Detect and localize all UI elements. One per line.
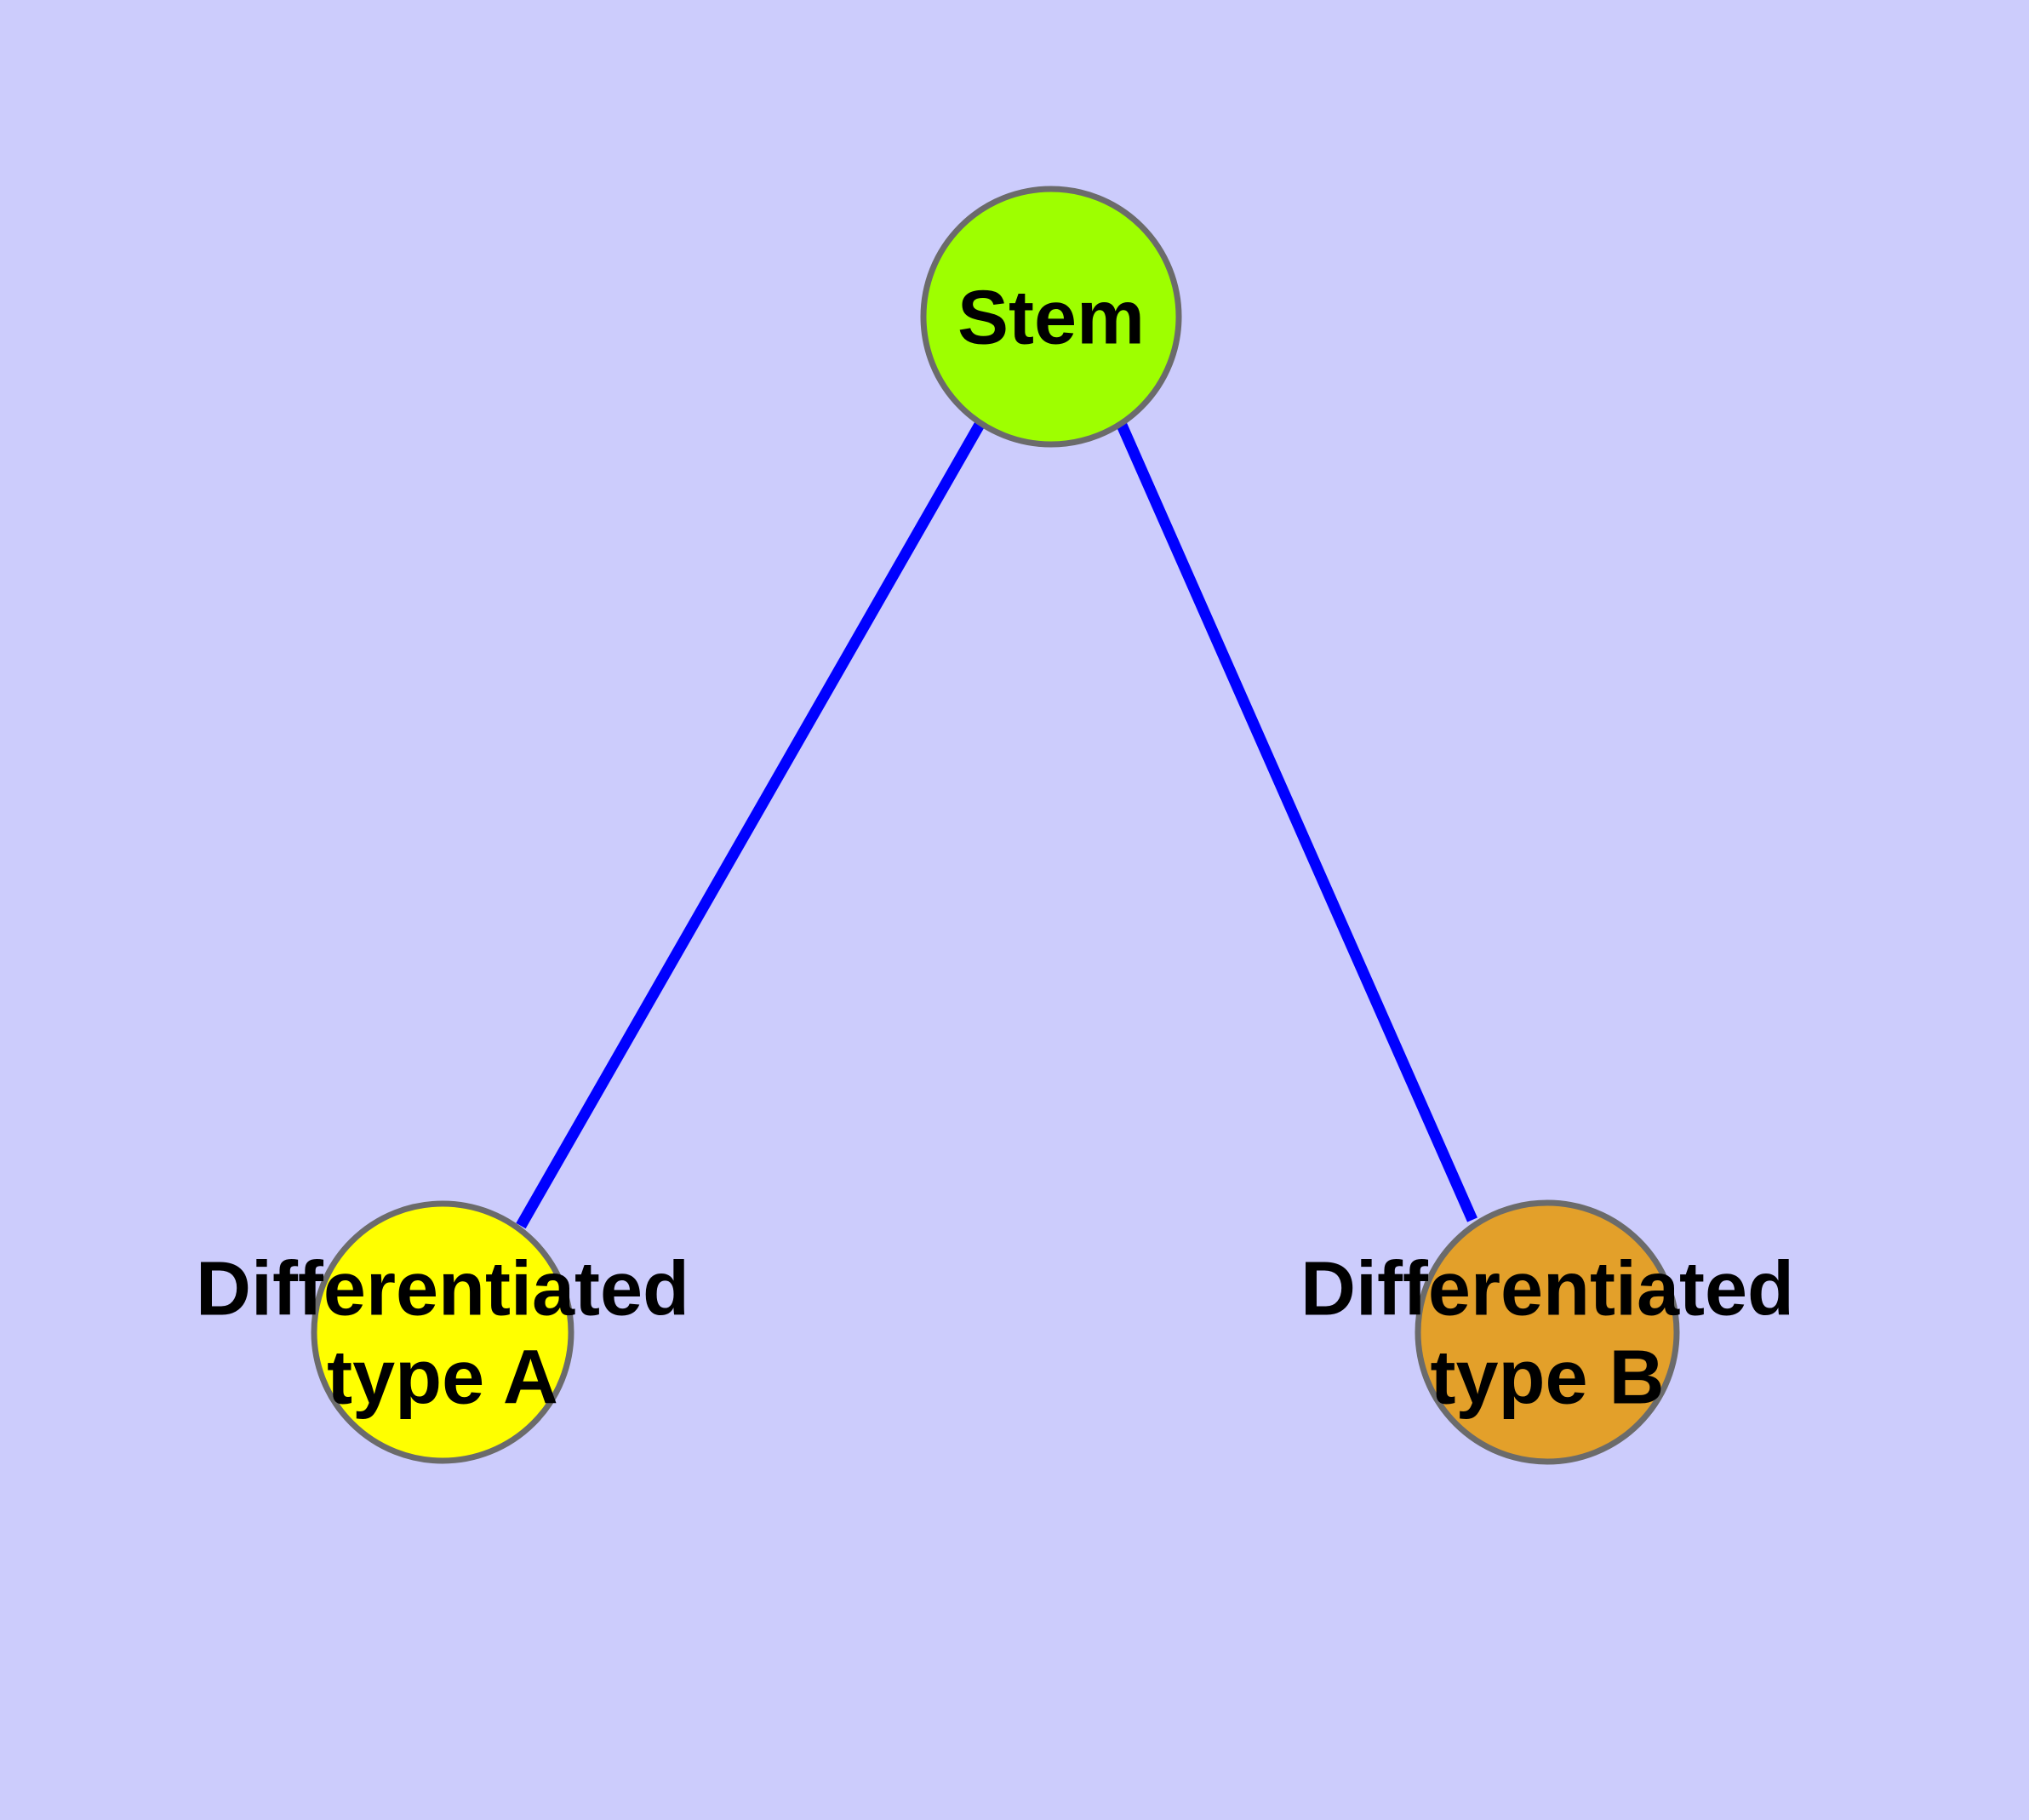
edge-layer: [516, 420, 1477, 1229]
node-stem[interactable]: [920, 186, 1182, 448]
node-layer: [311, 186, 1680, 1465]
node-diff-a[interactable]: [311, 1200, 574, 1464]
node-circle-stem[interactable]: [920, 186, 1182, 448]
node-circle-diff-b[interactable]: [1415, 1199, 1680, 1465]
node-label-line: Differentiated: [196, 1247, 689, 1332]
edge-stem-to-diff-b[interactable]: [1116, 421, 1477, 1222]
node-circle-diff-a[interactable]: [311, 1200, 574, 1464]
node-label-line: Differentiated: [1300, 1247, 1794, 1332]
node-label-line: Stem: [957, 276, 1145, 361]
node-diff-b[interactable]: [1415, 1199, 1680, 1465]
node-label-line: type B: [1430, 1336, 1664, 1421]
edge-stem-to-diff-a[interactable]: [516, 420, 986, 1229]
node-label-stem: Stem: [957, 276, 1145, 361]
node-label-line: type A: [327, 1336, 558, 1421]
